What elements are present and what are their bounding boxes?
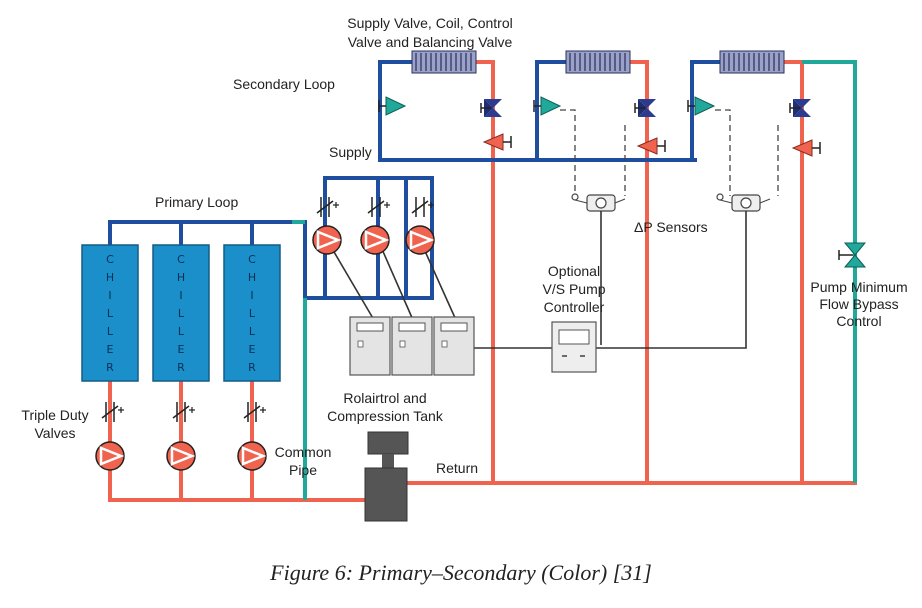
coil-icon — [411, 50, 477, 74]
chiller-letter: H — [177, 271, 185, 284]
chiller-letter: E — [178, 343, 185, 356]
balancing-valve-icon — [483, 133, 512, 151]
balancing-valve-icon — [637, 137, 666, 155]
pump-controller-icon — [551, 321, 597, 373]
secondary-pump-icon — [359, 224, 391, 256]
control-valve-icon — [634, 98, 657, 118]
primary-pump-icon — [236, 440, 268, 472]
pump-min-label-line2: Flow Bypass — [819, 296, 898, 312]
coil-icon — [719, 50, 785, 74]
rolairtrol-tank-icon — [364, 431, 409, 522]
pump-min-label-line3: Control — [836, 313, 881, 329]
chiller-letter: C — [248, 253, 256, 266]
primary-loop-label: Primary Loop — [155, 194, 238, 210]
primary-pump-icon — [165, 440, 197, 472]
supply-valve-label-line1: Supply Valve, Coil, Control — [347, 15, 512, 31]
chiller-letter: I — [108, 289, 111, 302]
triple-duty-valve-icon — [316, 196, 340, 218]
triple-duty-valve-icon — [172, 401, 196, 423]
common-pipe-label-line1: Common — [275, 444, 332, 460]
primary-pump-icon — [94, 440, 126, 472]
bypass-valve-icon — [838, 242, 867, 268]
triple-duty-valve-icon — [243, 401, 267, 423]
triple-duty-label-line1: Triple Duty — [21, 407, 88, 423]
rolairtrol-label-line1: Rolairtrol and — [343, 390, 426, 406]
triple-duty-label-line2: Valves — [35, 425, 76, 441]
secondary-loop-label: Secondary Loop — [233, 76, 335, 92]
chiller-letter: I — [179, 289, 182, 302]
rolairtrol-label-line2: Compression Tank — [327, 408, 444, 424]
secondary-pump-icon — [404, 224, 436, 256]
chiller-letter: L — [178, 325, 185, 338]
vfd-drive-icon — [433, 316, 475, 376]
chiller-letter: R — [106, 361, 114, 374]
vfd-drive-icon — [391, 316, 433, 376]
chiller-letter: L — [107, 325, 114, 338]
pump-min-label-line1: Pump Minimum — [810, 279, 907, 295]
return-piping — [108, 60, 857, 502]
supply-valve-label-line2: Valve and Balancing Valve — [348, 34, 513, 50]
coil-icon — [565, 50, 631, 74]
common-pipe-label-line2: Pipe — [289, 462, 317, 478]
chiller-letter: E — [107, 343, 114, 356]
bypass-piping — [292, 60, 857, 500]
supply-valve-icon — [378, 96, 406, 116]
chiller-letter: L — [249, 307, 256, 320]
dp-signal-lines — [560, 109, 779, 196]
dp-sensor-icon — [571, 193, 626, 212]
chiller-letter: C — [177, 253, 185, 266]
chiller-letter: H — [248, 271, 256, 284]
chiller-letter: I — [250, 289, 253, 302]
optional-label-line1: Optional — [548, 263, 600, 279]
chiller-letter: L — [249, 325, 256, 338]
chiller-letter: E — [249, 343, 256, 356]
chiller-letter: L — [107, 307, 114, 320]
chiller-letter: R — [177, 361, 185, 374]
control-valve-icon — [789, 98, 812, 118]
figure-caption: Figure 6: Primary–Secondary (Color) [31] — [269, 560, 652, 585]
secondary-pump-icon — [311, 224, 343, 256]
dp-sensor-icon — [716, 193, 771, 212]
chiller-letter: C — [106, 253, 114, 266]
optional-label-line2: V/S Pump — [542, 281, 605, 297]
return-label: Return — [436, 460, 478, 476]
balancing-valve-icon — [792, 139, 821, 157]
dp-sensors-label: ΔP Sensors — [634, 219, 708, 235]
vfd-drive-icon — [349, 316, 391, 376]
chiller-letter: L — [178, 307, 185, 320]
chiller-letter: R — [248, 361, 256, 374]
control-valve-icon — [480, 98, 503, 118]
optional-label-line3: Controller — [544, 299, 605, 315]
triple-duty-valve-icon — [101, 401, 125, 423]
supply-label: Supply — [329, 144, 372, 160]
chiller-letter: H — [106, 271, 114, 284]
